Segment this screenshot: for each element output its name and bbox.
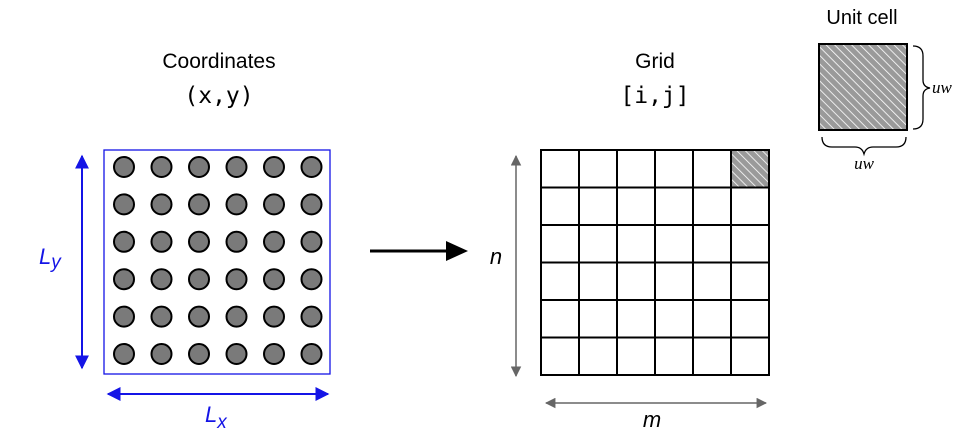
coordinate-point	[150, 305, 173, 328]
coordinate-point	[263, 230, 285, 253]
coordinate-point	[113, 156, 135, 178]
coordinates-panel: Coordinates (x,y) Ly Lx	[39, 50, 331, 433]
coordinate-point	[150, 230, 173, 253]
grid-cell	[730, 299, 770, 339]
grid-panel: Grid [i,j] n m	[490, 50, 770, 432]
coordinate-point	[150, 268, 173, 291]
grid-title: Grid	[635, 50, 675, 73]
coordinate-point	[225, 268, 248, 291]
coordinate-point	[225, 343, 248, 365]
m-label: m	[643, 407, 661, 432]
right-arrow-icon	[370, 241, 468, 261]
grid-cell	[692, 186, 732, 226]
unit-cell-title: Unit cell	[826, 7, 897, 29]
grid-cell	[616, 299, 656, 339]
coordinate-point	[113, 268, 135, 291]
grid-cell	[578, 149, 618, 189]
coordinate-point	[263, 156, 285, 178]
grid-cell	[616, 224, 656, 264]
coordinate-point	[150, 193, 173, 216]
grid-cell	[578, 186, 618, 226]
grid-cell	[540, 224, 580, 264]
grid-cell	[654, 186, 694, 226]
grid-cell	[616, 149, 656, 189]
unit-cell-height-brace	[912, 45, 931, 130]
grid-cell	[540, 186, 580, 226]
coordinate-point	[188, 343, 210, 365]
grid-cell	[654, 224, 694, 264]
grid-cells	[540, 149, 770, 376]
n-label: n	[490, 244, 502, 269]
coordinate-point	[113, 193, 135, 216]
coordinates-domain-box	[103, 149, 331, 375]
grid-cell	[692, 336, 732, 376]
grid-cell	[540, 261, 580, 301]
unit-cell-width-brace	[821, 136, 907, 157]
coordinate-point	[188, 156, 210, 178]
grid-cell	[692, 261, 732, 301]
grid-cell	[654, 261, 694, 301]
grid-cell	[616, 261, 656, 301]
coordinate-point	[225, 193, 248, 216]
coordinate-point	[150, 343, 173, 365]
coordinate-point	[263, 305, 285, 328]
ly-label: Ly	[39, 244, 62, 273]
coordinate-point	[300, 230, 323, 253]
coordinates-title: Coordinates	[162, 50, 275, 73]
grid-cell	[730, 224, 770, 264]
grid-cell	[578, 299, 618, 339]
grid-cell	[540, 299, 580, 339]
unit-cell-height-label: uw	[932, 78, 953, 97]
grid-cell	[692, 299, 732, 339]
coordinate-point	[300, 193, 323, 216]
grid-cell-highlighted	[730, 149, 770, 189]
coordinate-point	[300, 343, 323, 365]
unit-cell-width-label: uw	[854, 154, 875, 173]
grid-cell	[540, 149, 580, 189]
grid-cell	[730, 336, 770, 376]
coordinate-point	[113, 343, 135, 365]
grid-notation: [i,j]	[620, 83, 689, 109]
grid-cell	[654, 149, 694, 189]
grid-cell	[692, 149, 732, 189]
lx-label: Lx	[205, 402, 228, 433]
grid-cell	[730, 186, 770, 226]
coordinate-point	[225, 305, 248, 328]
coordinate-point	[188, 268, 210, 291]
coordinate-point	[300, 156, 323, 178]
grid-cell	[692, 224, 732, 264]
coordinate-point	[188, 193, 210, 216]
grid-cell	[730, 261, 770, 301]
coordinate-point	[300, 305, 323, 328]
coordinate-point	[225, 230, 248, 253]
coordinate-point	[188, 230, 210, 253]
coordinate-point	[263, 343, 285, 365]
grid-cell	[578, 336, 618, 376]
grid-cell	[616, 186, 656, 226]
coordinate-point	[300, 268, 323, 291]
coordinate-point	[263, 193, 285, 216]
coordinate-point	[263, 268, 285, 291]
grid-cell	[616, 336, 656, 376]
unit-cell-square	[818, 43, 908, 131]
coordinate-point	[113, 230, 135, 253]
coordinate-point	[188, 305, 210, 328]
grid-cell	[540, 336, 580, 376]
grid-cell	[578, 224, 618, 264]
grid-cell	[654, 336, 694, 376]
coordinate-point	[225, 156, 248, 178]
grid-cell	[654, 299, 694, 339]
coordinate-point	[150, 156, 173, 178]
coordinate-points	[113, 156, 323, 365]
grid-cell	[578, 261, 618, 301]
unit-cell-panel: Unit cell uw uw	[818, 7, 953, 173]
coordinates-notation: (x,y)	[184, 83, 253, 109]
coordinate-point	[113, 305, 135, 328]
